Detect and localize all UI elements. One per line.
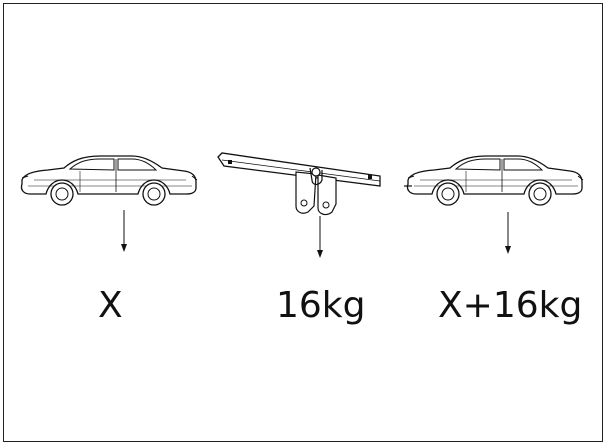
car-with-tow-bar-icon [404, 155, 584, 206]
total-weight-label: X+16kg [438, 285, 583, 326]
tow-bar-icon [217, 152, 381, 216]
car-icon [20, 155, 198, 206]
down-arrow-icon [504, 211, 512, 255]
down-arrow-icon [120, 209, 128, 253]
hitch-weight-label: 16kg [276, 285, 366, 326]
diagram-frame [3, 3, 603, 442]
car-weight-label: X [98, 285, 123, 326]
down-arrow-icon [316, 215, 324, 259]
